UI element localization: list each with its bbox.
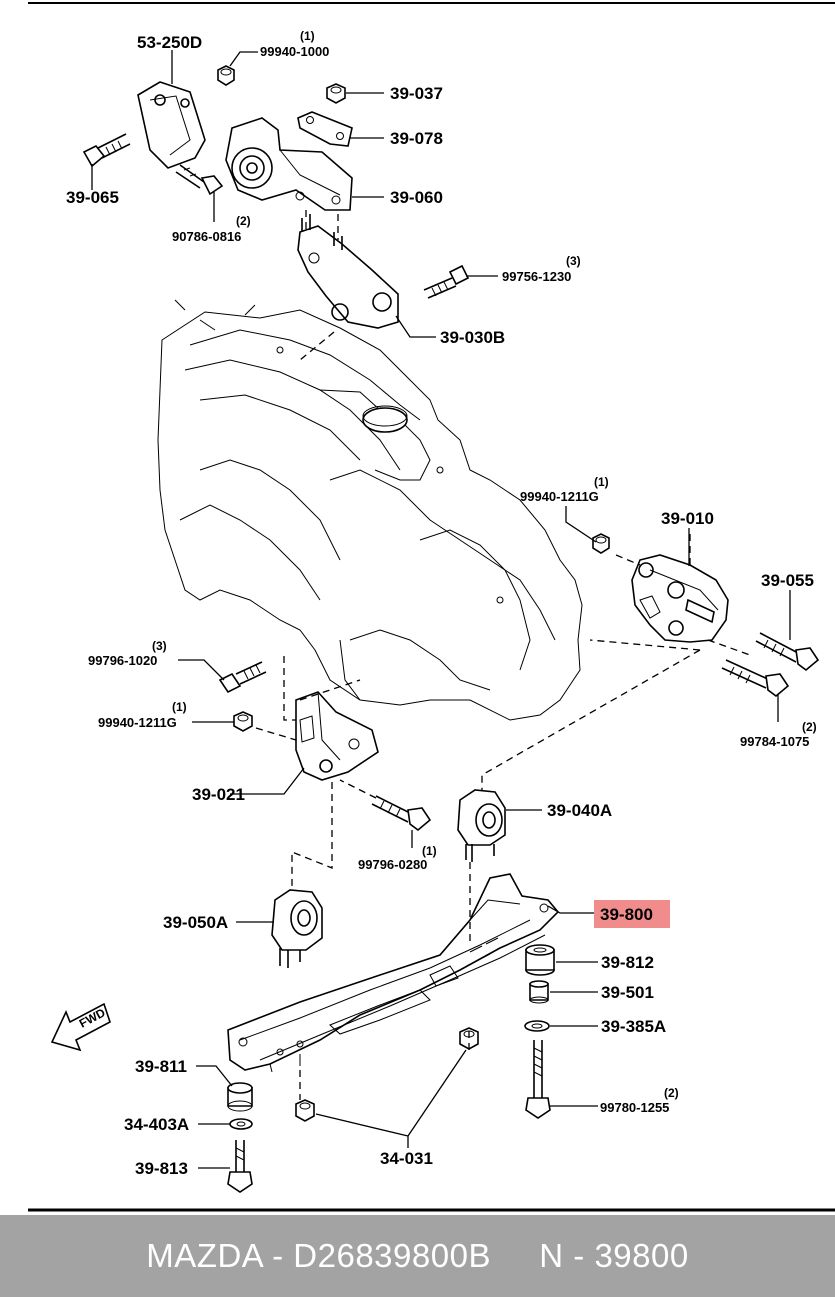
qty-99780: (2) [664,1086,679,1100]
parts-diagram: FWD [28,2,835,1212]
nut-39-037 [326,83,346,104]
nut-99940-1211G-top [592,533,610,554]
part-number-footer: MAZDA - D26839800B N - 39800 [0,1215,835,1297]
label-99784-1075: 99784-1075 [740,734,809,749]
bracket-53-250D [137,81,206,169]
forward-arrow-icon: FWD [50,1002,111,1052]
label-39-055: 39-055 [761,571,814,590]
label-39-800: 39-800 [600,905,653,924]
bracket-39-030B [297,214,399,329]
part-labels: 53-250D (1) 99940-1000 39-037 39-078 39-… [66,29,817,1178]
label-99780-1255: 99780-1255 [600,1100,669,1115]
mount-39-010 [631,554,729,643]
highlight-39-800 [594,900,670,928]
bolt-99780-1255 [525,1040,551,1119]
label-39-050A: 39-050A [163,913,228,932]
label-34-403A: 34-403A [124,1115,189,1134]
nut-34-031-left [295,1099,315,1122]
label-39-812: 39-812 [601,953,654,972]
label-53-250D: 53-250D [137,33,202,52]
engine-block-outline [157,299,583,721]
label-39-385A: 39-385A [601,1017,666,1036]
assembly-dashed-lines [255,210,751,1100]
nut-99940-1211G-left [233,711,253,732]
bolt-99756-1230 [423,264,470,299]
label-39-040A: 39-040A [547,801,612,820]
bolt-90786-0816 [175,164,224,196]
label-99756-1230: 99756-1230 [502,269,571,284]
label-39-030B: 39-030B [440,328,505,347]
qty-99784: (2) [802,720,817,734]
qty-99940-1211G-left: (1) [172,700,187,714]
qty-99796-0280: (1) [422,844,437,858]
nut-34-031-right [459,1027,479,1050]
nut-99940-1000 [217,65,235,86]
label-39-037: 39-037 [390,84,443,103]
bolt-39-065 [82,133,131,168]
mount-39-050A [271,889,323,968]
washer-39-385A [524,1020,550,1032]
label-99796-0280: 99796-0280 [358,857,427,872]
label-39-501: 39-501 [601,983,654,1002]
plate-39-078 [297,111,353,147]
label-39-813: 39-813 [135,1159,188,1178]
label-99940-1000: 99940-1000 [260,44,329,59]
collar-39-501 [529,980,549,1004]
bolt-39-055 [755,632,820,672]
label-99940-1211G-left: 99940-1211G [98,715,177,730]
label-99940-1211G-top: 99940-1211G [520,489,599,504]
label-90786-0816: 90786-0816 [172,229,241,244]
bushing-39-812 [525,944,555,976]
qty-99756: (3) [566,254,581,268]
label-34-031: 34-031 [380,1149,433,1168]
washer-34-403A [229,1118,253,1130]
label-99796-1020: 99796-1020 [88,653,157,668]
label-39-060: 39-060 [390,188,443,207]
qty-99940-1211G-top: (1) [594,475,609,489]
bracket-39-021 [295,691,379,781]
label-39-021: 39-021 [192,785,245,804]
footer-part-number: MAZDA - D26839800B N - 39800 [146,1237,689,1274]
label-39-811: 39-811 [135,1057,187,1076]
bolt-99796-0280 [371,795,432,832]
bolt-39-813 [227,1140,253,1193]
bolt-99784-1075 [721,659,790,698]
qty-99796-1020: (3) [152,639,167,653]
leader-lines [91,50,791,1169]
qty-90786: (2) [236,214,251,228]
mount-39-040A [457,789,506,862]
mount-39-060 [225,117,353,211]
crossmember-39-800 [227,873,560,1073]
label-39-010: 39-010 [661,509,714,528]
bushing-39-811 [227,1082,253,1112]
label-39-065: 39-065 [66,188,119,207]
qty-99940-1000: (1) [300,29,315,43]
bolt-99796-1020 [218,661,267,694]
label-39-078: 39-078 [390,129,443,148]
